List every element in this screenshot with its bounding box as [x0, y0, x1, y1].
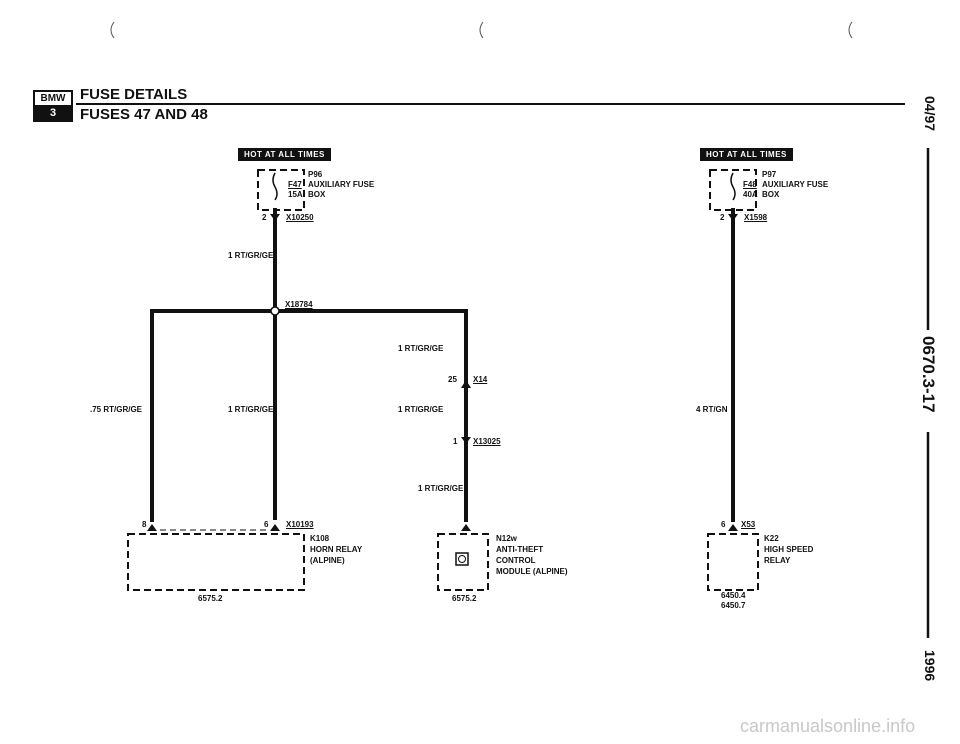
wire-label-left-1: 1 RT/GR/GE [228, 251, 274, 260]
watermark-text: carmanualsonline.info [740, 716, 916, 736]
relay-name-right-1: HIGH SPEED [764, 545, 814, 554]
binding-mark [110, 21, 115, 39]
page-ref-right-2: 6450.7 [721, 601, 746, 610]
hot-badge-left: HOT AT ALL TIMES [238, 148, 331, 161]
pin-top-right: 2 [720, 213, 725, 222]
conn-relay-label: X10193 [286, 520, 314, 529]
fuse-symbol-right [730, 172, 736, 201]
side-code: 0670.3-17 [919, 336, 938, 413]
fuse-id-right: F48 [743, 180, 757, 189]
page-ref-left: 6575.2 [198, 594, 223, 603]
page-title: FUSE DETAILS [80, 86, 188, 103]
anti-theft-module-box [437, 533, 489, 591]
pin-label-center-1: 25 [448, 375, 457, 384]
splice-label: X18784 [285, 300, 313, 309]
pin-label-center-2: 1 [453, 437, 458, 446]
conn-top-right: X1598 [744, 213, 768, 222]
fuse-rating-right: 40A [743, 190, 758, 199]
fuse-box-left [257, 169, 305, 211]
conn-label-x13025: X13025 [473, 437, 501, 446]
module-ref: N12w [496, 534, 517, 543]
page-ref-right-1: 6450.4 [721, 591, 746, 600]
relay-name-left-1: HORN RELAY [310, 545, 363, 554]
conn-label-x14: X14 [473, 375, 488, 384]
pin-a-label: 8 [142, 520, 147, 529]
module-icon [455, 552, 469, 566]
wire-label-center-2: 1 RT/GR/GE [398, 405, 444, 414]
pin-bottom-right: 6 [721, 520, 726, 529]
connector-x13025 [461, 437, 471, 444]
page-ref-center: 6575.2 [452, 594, 477, 603]
connector-pin8 [147, 524, 157, 531]
side-date: 04/97 [922, 96, 938, 132]
fuse-box-right [709, 169, 757, 211]
relay-name-left-2: (ALPINE) [310, 556, 345, 565]
page-subtitle: FUSES 47 AND 48 [80, 106, 208, 123]
wire-label-center-1: 1 RT/GR/GE [398, 344, 444, 353]
fuse-box-label-right-1: AUXILIARY FUSE [762, 180, 829, 189]
relay-ref-left: K108 [310, 534, 330, 543]
pin-top-left: 2 [262, 213, 267, 222]
wire-label-left-branch: .75 RT/GR/GE [90, 405, 143, 414]
relay-name-right-2: RELAY [764, 556, 791, 565]
wire-label-center-3: 1 RT/GR/GE [418, 484, 464, 493]
bmw-logo: BMW 3 [33, 90, 73, 122]
connector-pin6 [270, 524, 280, 531]
connector-x53 [728, 524, 738, 531]
module-icon-inner [458, 555, 466, 563]
conn-bottom-right: X53 [741, 520, 756, 529]
connector-module [461, 524, 471, 531]
wire-label-left-mid: 1 RT/GR/GE [228, 405, 274, 414]
logo-top-text: BMW [35, 92, 71, 107]
binding-mark [479, 21, 484, 39]
fuse-box-label-left-1: AUXILIARY FUSE [308, 180, 375, 189]
pin-b-label: 6 [264, 520, 269, 529]
hot-badge-right: HOT AT ALL TIMES [700, 148, 793, 161]
module-name-1: ANTI-THEFT [496, 545, 544, 554]
horn-relay-box [127, 533, 305, 591]
logo-bottom-text: 3 [35, 107, 71, 120]
fuse-symbol-left [272, 172, 278, 201]
fuse-box-label-left-2: BOX [308, 190, 326, 199]
splice-x18784 [270, 306, 280, 316]
fuse-rating-left: 15A [288, 190, 303, 199]
relay-ref-right: K22 [764, 534, 779, 543]
fuse-id-left: F47 [288, 180, 302, 189]
binding-mark [848, 21, 853, 39]
wire-label-right: 4 RT/GN [696, 405, 728, 414]
side-year: 1996 [922, 650, 938, 682]
conn-top-left: X10250 [286, 213, 314, 222]
module-name-2: CONTROL [496, 556, 536, 565]
module-name-3: MODULE (ALPINE) [496, 567, 568, 576]
fuse-ref-right: P97 [762, 170, 777, 179]
fuse-ref-left: P96 [308, 170, 323, 179]
high-speed-relay-box [707, 533, 759, 591]
fuse-box-label-right-2: BOX [762, 190, 780, 199]
connector-x14 [461, 380, 471, 388]
